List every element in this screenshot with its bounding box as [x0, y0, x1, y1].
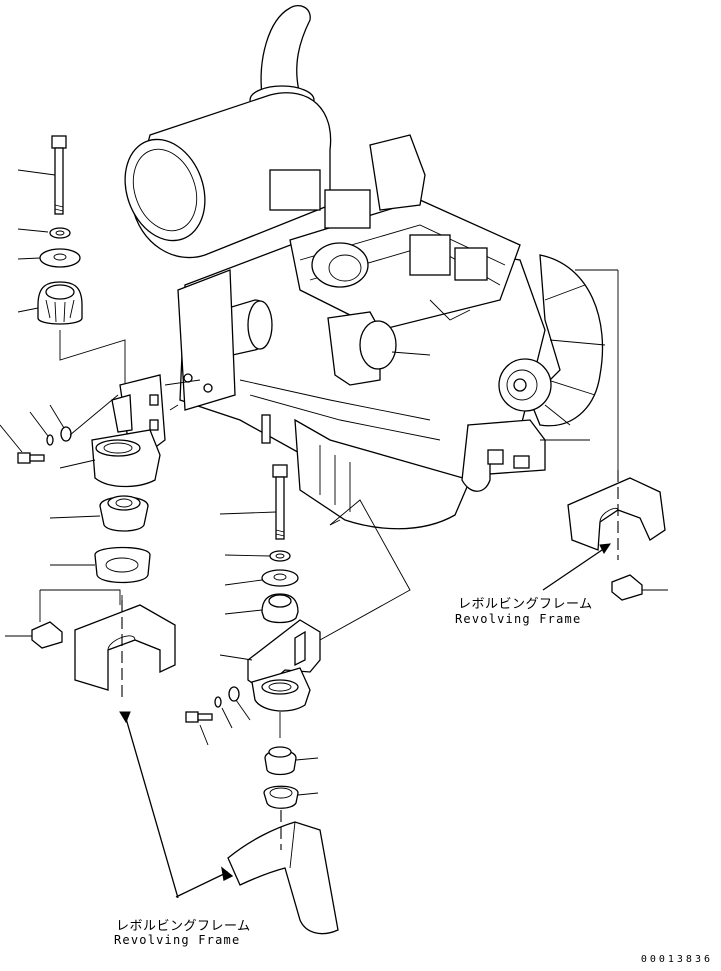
plate-washer-center — [261, 569, 299, 587]
left-mount-stack — [0, 135, 176, 700]
figure-number: 00013836 — [640, 954, 713, 965]
center-mount-stack — [175, 464, 339, 935]
nut-plate-left — [31, 621, 63, 649]
label-en-bottom: Revolving Frame — [114, 933, 241, 947]
mount-bracket-left — [91, 374, 166, 488]
bolt-horizontal-left — [17, 426, 72, 464]
rubber-mount-bottom-center — [264, 746, 297, 776]
exhaust-pipe — [260, 5, 311, 96]
label-jp-bottom: レボルビングフレーム — [116, 919, 251, 934]
frame-seat-right — [567, 470, 666, 560]
label-en-right: Revolving Frame — [455, 612, 582, 626]
rubber-mount-top-center — [261, 593, 299, 624]
long-bolt-center — [272, 464, 288, 540]
turbocharger — [311, 242, 369, 288]
washer-small-left — [49, 227, 71, 239]
oil-pan — [294, 418, 471, 530]
cup-left — [94, 546, 151, 584]
rubber-mount-top-left — [37, 281, 83, 325]
washer-small-center — [269, 550, 291, 562]
cooling-fan — [498, 254, 606, 427]
long-bolt-left — [51, 135, 67, 215]
right-mount — [540, 269, 668, 601]
mount-bracket-center — [247, 619, 321, 712]
nut-plate-right — [611, 574, 643, 601]
rubber-mount-bottom-left — [99, 495, 149, 532]
engine-assembly — [124, 5, 606, 530]
frame-seat-center — [227, 810, 339, 935]
frame-seat-left — [74, 600, 176, 700]
bolt-horizontal-center — [185, 686, 240, 723]
plate-washer-left — [39, 248, 81, 268]
leader-lines — [119, 351, 431, 899]
label-jp-right: レボルビングフレーム — [458, 597, 593, 612]
cup-center — [263, 785, 299, 809]
